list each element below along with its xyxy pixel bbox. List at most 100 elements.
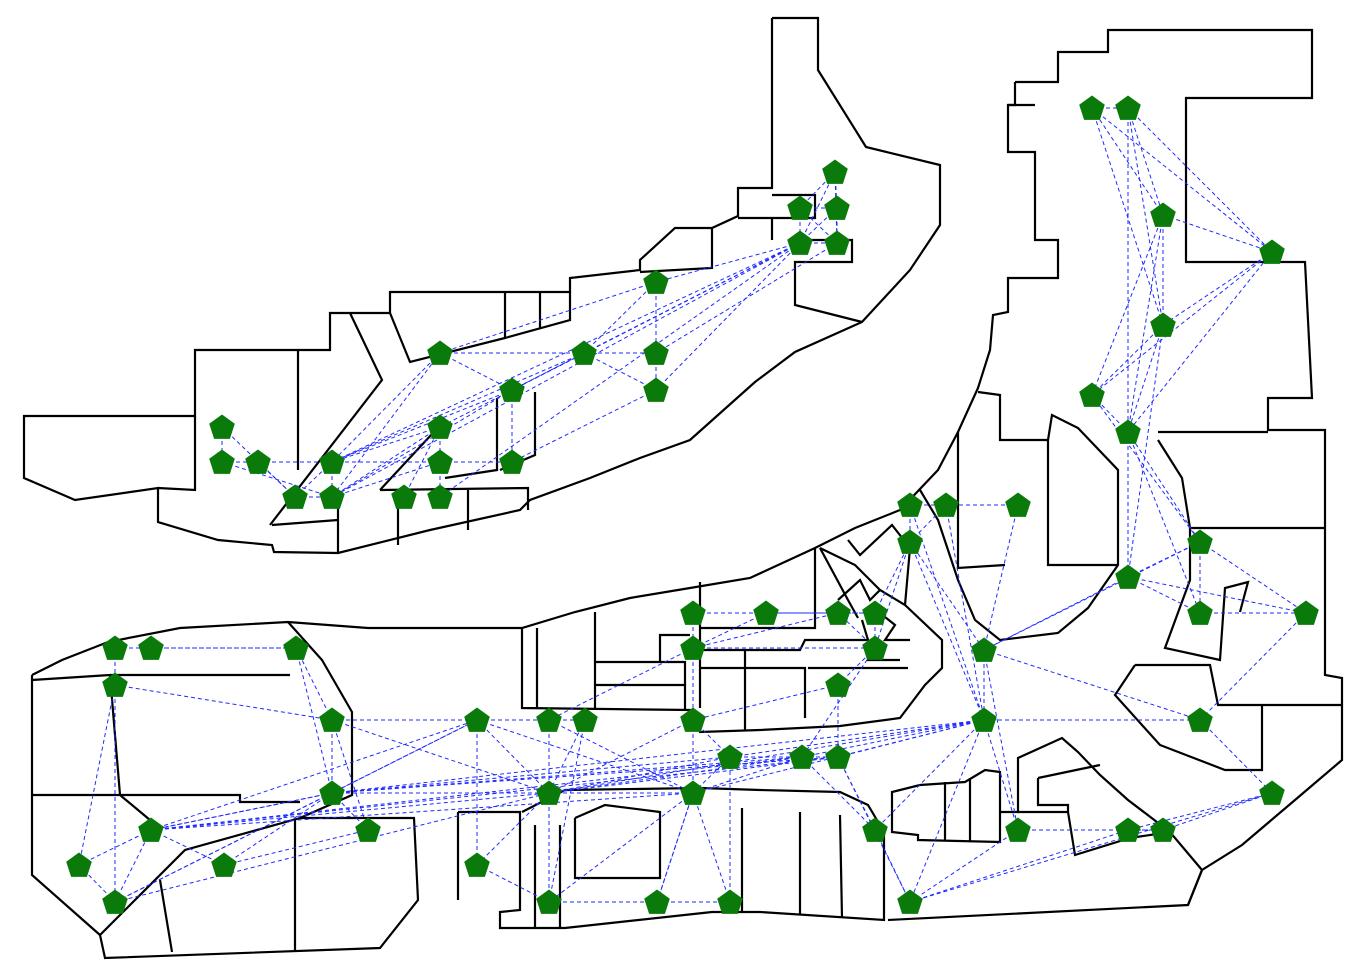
region-outline <box>99 816 301 936</box>
green-pentagon-icon <box>391 484 417 509</box>
region-outline <box>1157 439 1325 530</box>
connection-line <box>223 829 369 866</box>
connection-line <box>331 426 441 498</box>
connection-line <box>150 792 333 831</box>
region-outline <box>158 879 174 953</box>
connection-line <box>655 242 801 391</box>
connection-line <box>1127 324 1164 433</box>
connection-line <box>983 719 1019 831</box>
connection-line <box>295 647 333 794</box>
connection-line <box>909 792 1273 903</box>
green-pentagon-icon <box>1115 95 1141 120</box>
connection-line <box>548 756 803 794</box>
region-outline <box>22 16 942 555</box>
green-pentagon-icon <box>933 492 959 517</box>
connection-line <box>331 352 441 498</box>
green-pentagon-icon <box>319 484 345 509</box>
region-outline <box>847 523 912 606</box>
region-outline <box>31 82 1060 676</box>
connection-line <box>439 242 801 498</box>
green-pentagon-icon <box>862 635 888 660</box>
green-pentagon-icon <box>209 449 235 474</box>
region-outline <box>639 228 714 274</box>
green-pentagon-icon <box>536 780 562 805</box>
region-outline <box>595 683 687 710</box>
connection-line <box>801 647 876 758</box>
connection-line <box>331 461 441 498</box>
connection-line <box>548 792 694 903</box>
green-pentagon-icon <box>680 707 706 732</box>
connection-line <box>150 829 225 866</box>
green-pentagon-icon <box>209 414 235 439</box>
green-pentagon-icon <box>897 529 923 554</box>
connection-line <box>945 504 985 721</box>
green-pentagon-icon <box>66 852 92 877</box>
green-pentagon-icon <box>789 744 815 769</box>
region-outline <box>660 660 687 685</box>
connection-line <box>874 719 985 831</box>
green-pentagon-icon <box>822 159 848 184</box>
green-pentagon-icon <box>1259 780 1285 805</box>
connection-line <box>1127 541 1201 578</box>
region-outline <box>838 814 844 919</box>
connection-line <box>909 719 985 903</box>
connection-line <box>150 756 839 831</box>
green-pentagon-icon <box>787 195 813 220</box>
connection-line <box>983 504 1019 651</box>
green-pentagon-icon <box>897 889 923 914</box>
connection-line <box>439 352 513 391</box>
connection-line <box>331 242 801 463</box>
region-outline <box>504 292 572 340</box>
green-pentagon-icon <box>643 377 669 402</box>
region-outline <box>573 803 662 880</box>
green-pentagon-icon <box>427 340 453 365</box>
region-outline <box>1015 28 1344 906</box>
region-outline <box>887 736 1204 922</box>
region-outline <box>860 619 870 641</box>
connection-line <box>78 829 152 866</box>
connection-line <box>1127 431 1201 614</box>
connection-line <box>1162 251 1273 326</box>
green-pentagon-icon <box>1079 95 1105 120</box>
green-pentagon-icon <box>717 744 743 769</box>
green-pentagon-icon <box>680 635 706 660</box>
green-pentagon-icon <box>464 852 490 877</box>
region-outline <box>157 416 197 492</box>
connection-line <box>1127 251 1273 433</box>
connection-line <box>909 541 985 721</box>
connection-line <box>583 352 657 391</box>
green-pentagon-icon <box>1150 202 1176 227</box>
region-outline <box>1037 763 1101 780</box>
connection-line <box>1127 107 1273 253</box>
connection-line <box>439 281 657 354</box>
region-outline <box>738 193 817 220</box>
green-pentagon-icon <box>536 707 562 732</box>
connection-line <box>1199 541 1307 614</box>
green-pentagon-icon <box>1115 419 1141 444</box>
region-outline <box>31 673 290 682</box>
green-pentagon-icon <box>971 707 997 732</box>
region-outline <box>956 432 1006 570</box>
green-pentagon-icon <box>427 484 453 509</box>
connection-line <box>114 792 550 903</box>
green-pentagon-icon <box>1005 817 1031 842</box>
green-pentagon-icon <box>1187 600 1213 625</box>
connection-line <box>729 719 985 758</box>
region-outline <box>271 518 339 527</box>
connection-line <box>1162 214 1273 253</box>
connection-line <box>548 719 694 794</box>
green-pentagon-icon <box>427 449 453 474</box>
green-pentagon-icon <box>571 340 597 365</box>
green-pentagon-icon <box>825 744 851 769</box>
connection-line <box>1091 324 1164 396</box>
green-pentagon-icon <box>245 449 271 474</box>
connection-line <box>331 352 585 463</box>
connection-line <box>656 792 694 903</box>
connection-line <box>692 612 839 649</box>
green-pentagon-icon <box>1150 312 1176 337</box>
connection-line <box>476 719 694 794</box>
connection-line <box>1091 394 1201 543</box>
region-outline <box>819 547 859 619</box>
connection-line <box>331 426 441 463</box>
